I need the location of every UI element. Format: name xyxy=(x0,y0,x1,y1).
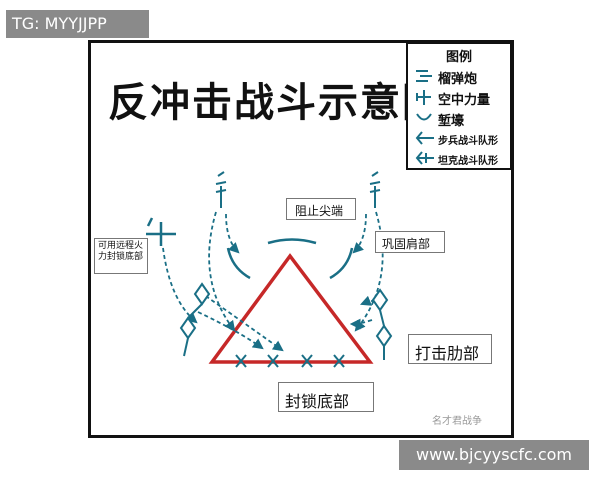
trench-icon xyxy=(416,113,432,121)
legend-label-tank: 坦克战斗队形 xyxy=(438,156,498,167)
howitzer-right xyxy=(369,171,381,208)
tag-overlay: TG: MYYJJPP xyxy=(6,10,149,38)
trench-right-shoulder xyxy=(329,247,354,280)
label-box-block-tip: 阻止尖端 xyxy=(286,198,356,220)
label-block-base: 封锁底部 xyxy=(285,392,350,411)
legend-item-tank: 坦克战斗队形 xyxy=(408,148,510,168)
legend-item-trench: 堑壕 xyxy=(408,108,510,129)
label-long-range-fire: 可用远程火力封锁底部 xyxy=(98,241,144,262)
trench-tip xyxy=(267,238,317,245)
air-power-icon xyxy=(416,90,431,105)
legend-label-trench: 堑壕 xyxy=(438,114,465,129)
tag-text: TG: MYYJJPP xyxy=(12,14,107,33)
label-consolidate-shoulder: 巩固肩部 xyxy=(382,237,431,251)
howitzer-icon xyxy=(416,70,432,82)
legend-label-air-power: 空中力量 xyxy=(438,93,491,108)
legend-item-air-power: 空中力量 xyxy=(408,87,510,108)
legend-title: 图例 xyxy=(445,50,472,65)
diagram-title: 反冲击战斗示意图 xyxy=(108,79,444,126)
tank-formation-icon xyxy=(415,151,434,165)
watermark-text: 名才君战争 xyxy=(432,416,482,427)
label-block-tip: 阻止尖端 xyxy=(295,204,344,218)
penetration-triangle xyxy=(208,253,374,364)
air-power-left xyxy=(146,217,176,246)
url-text: www.bjcyyscfc.com xyxy=(415,445,573,464)
label-box-block-base: 封锁底部 xyxy=(278,382,374,412)
base-blocking-marks xyxy=(235,354,345,368)
howitzer-left xyxy=(215,171,227,208)
infantry-formation-icon xyxy=(415,131,434,145)
legend-box: 图例 榴弹炮 空中力量 堑壕 步兵战斗队形 xyxy=(406,42,512,170)
label-box-strike-flank: 打击肋部 xyxy=(408,334,492,364)
tank-formation-left xyxy=(179,282,211,357)
tank-formation-right xyxy=(371,288,393,360)
label-box-long-range-fire: 可用远程火力封锁底部 xyxy=(94,238,148,274)
legend-label-infantry: 步兵战斗队形 xyxy=(438,136,498,147)
label-strike-flank: 打击肋部 xyxy=(415,344,480,363)
legend-item-infantry: 步兵战斗队形 xyxy=(408,128,510,148)
url-overlay: www.bjcyyscfc.com xyxy=(399,440,589,470)
label-box-consolidate-shoulder: 巩固肩部 xyxy=(375,231,445,253)
trench-left-shoulder xyxy=(226,247,251,280)
legend-item-howitzer: 榴弹炮 xyxy=(408,66,510,87)
legend-label-howitzer: 榴弹炮 xyxy=(438,72,478,87)
